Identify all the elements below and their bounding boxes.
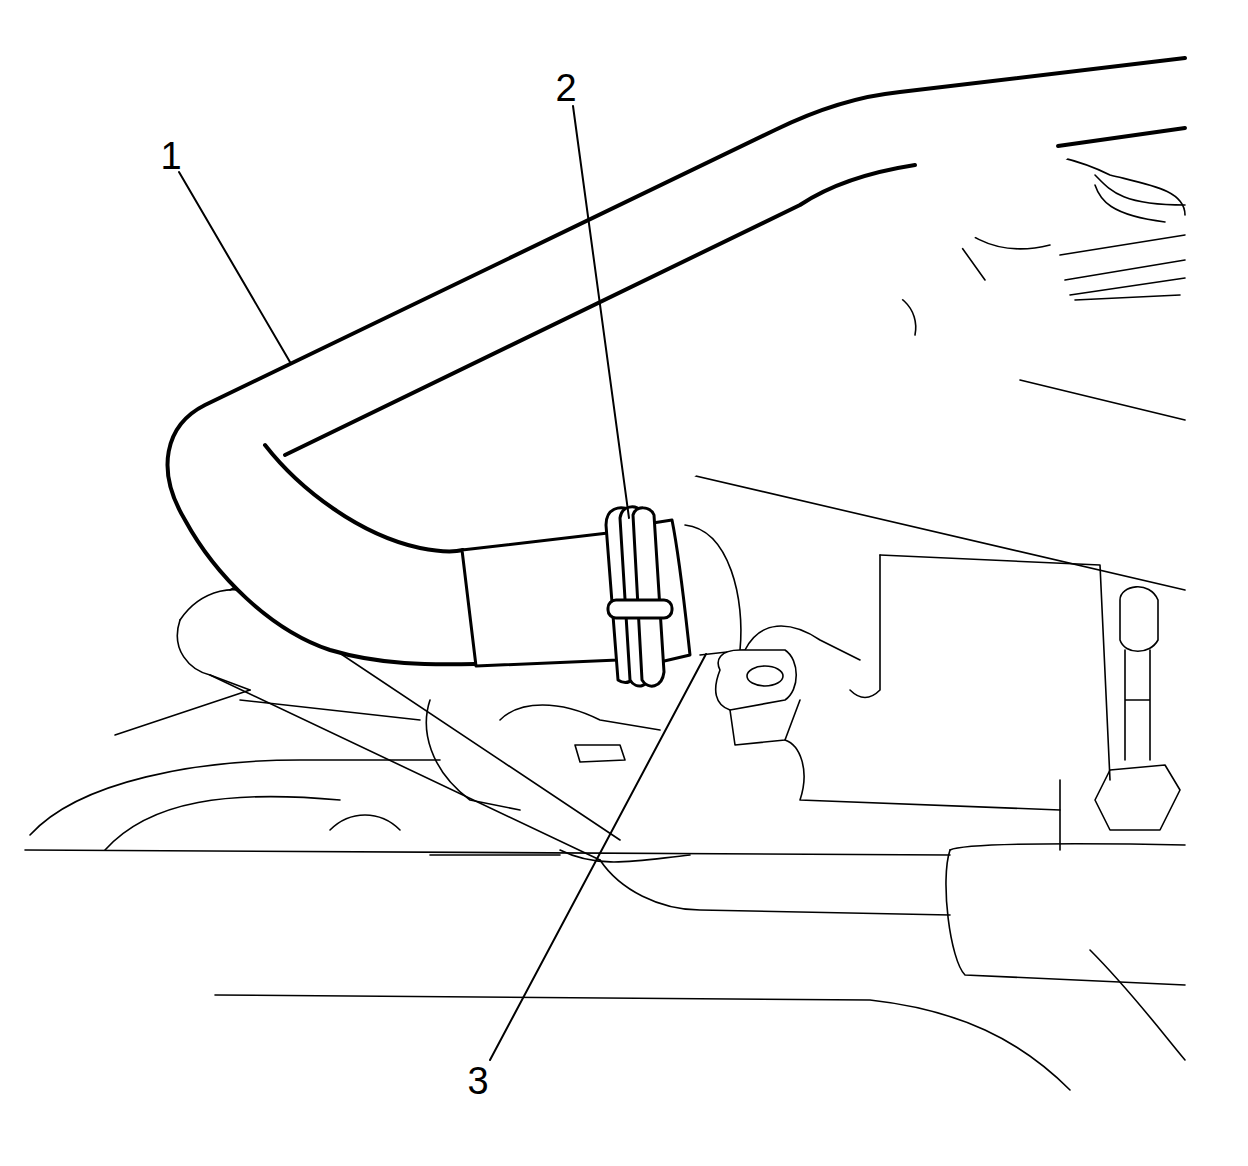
callout-number: 3 [467,1062,488,1100]
hose-clamp [606,507,672,686]
callout-number: 1 [160,137,181,175]
leader-line [179,106,706,1060]
hose-end [462,533,618,666]
callout-number: 2 [555,69,576,107]
hose [168,58,1185,664]
